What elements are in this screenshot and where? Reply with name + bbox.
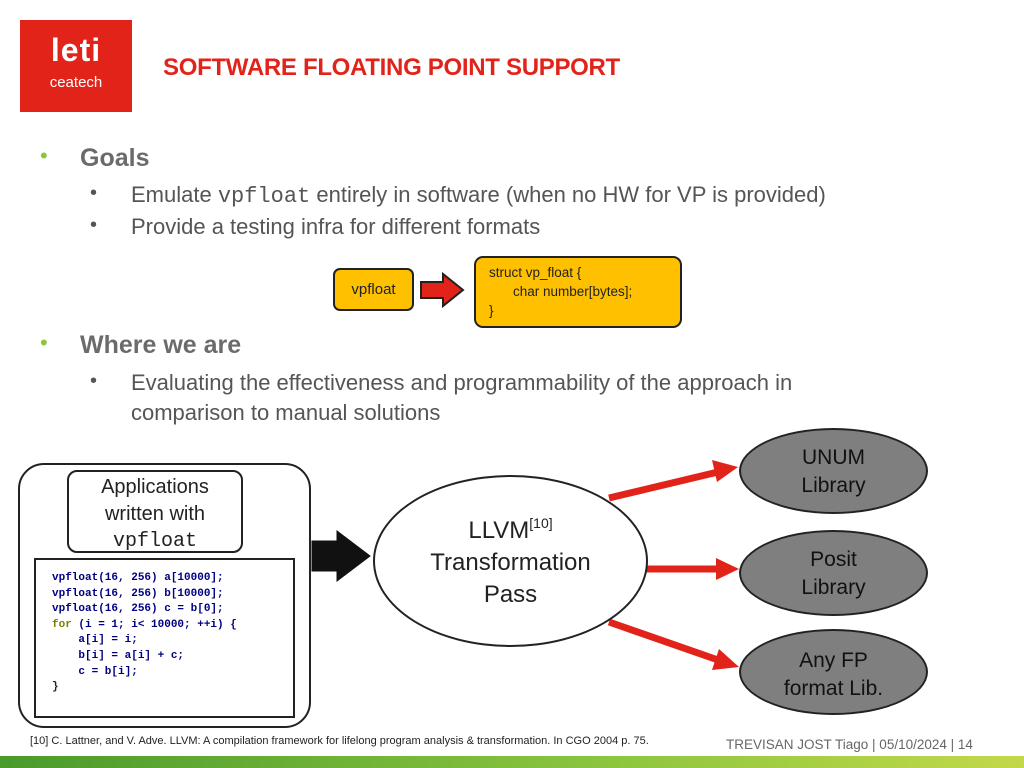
- struct-line-2: char number[bytes];: [513, 284, 633, 299]
- bullet-goals: •: [40, 143, 48, 168]
- llvm-line-2: Transformation: [430, 549, 591, 576]
- goals-item1-text-pre: Emulate: [131, 182, 218, 207]
- anyfp-line-1: Any FP: [799, 649, 868, 672]
- struct-line-1: struct vp_float {: [489, 265, 582, 280]
- logo-text-top: leti: [50, 32, 102, 68]
- code-line-8: }: [52, 681, 59, 694]
- apps-line-2: written with: [104, 503, 206, 525]
- posit-line-2: Library: [801, 576, 866, 599]
- code-keyword-for: for: [52, 618, 72, 631]
- unum-line-2: Library: [801, 474, 866, 497]
- code-line-3: vpfloat(16, 256) c = b[0];: [52, 603, 224, 616]
- black-arrow-llvm: [311, 529, 371, 583]
- footer-green-strip: [0, 756, 1024, 768]
- code-line-6: b[i] = a[i] + c;: [52, 649, 185, 662]
- apps-line-3: vpfloat: [112, 530, 197, 553]
- bullet-goals-item2: •: [90, 214, 98, 236]
- vpfloat-box: vpfloat: [333, 268, 414, 311]
- goals-item-emulate: Emulate vpfloat entirely in software (wh…: [131, 180, 826, 212]
- goals-item1-text-post: entirely in software (when no HW for VP …: [310, 182, 826, 207]
- code-snippet: vpfloat(16, 256) a[10000]; vpfloat(16, 25…: [34, 558, 295, 718]
- goals-item1-code: vpfloat: [217, 184, 311, 209]
- unum-library-node: UNUM Library: [739, 428, 928, 514]
- anyfp-line-2: format Lib.: [783, 677, 884, 700]
- llvm-name: LLVM: [468, 517, 530, 544]
- goals-item-testing: Provide a testing infra for different fo…: [131, 214, 541, 239]
- unum-line-1: UNUM: [802, 446, 865, 469]
- code-line-5: a[i] = i;: [52, 634, 138, 647]
- anyfp-library-node: Any FP format Lib.: [739, 629, 928, 715]
- struct-line-3: }: [489, 303, 494, 318]
- struct-box: struct vp_float { char number[bytes]; }: [474, 256, 682, 328]
- red-arrow-anyfp: [607, 618, 739, 670]
- leti-logo: leti ceatech: [20, 20, 132, 112]
- apps-line-1: Applications: [101, 476, 209, 498]
- slide-title: SOFTWARE FLOATING POINT SUPPORT: [163, 54, 620, 81]
- code-line-4-rest: (i = 1; i< 10000; ++i) {: [71, 618, 237, 631]
- posit-library-node: Posit Library: [739, 530, 928, 616]
- code-line-2: vpfloat(16, 256) b[10000];: [52, 587, 224, 600]
- red-arrow-unum: [608, 460, 738, 502]
- llvm-pass-node: LLVM[10] Transformation Pass: [373, 475, 648, 647]
- bullet-where-item1: •: [90, 370, 98, 392]
- where-heading: Where we are: [80, 331, 242, 359]
- where-item-line1: Evaluating the effectiveness and program…: [131, 370, 793, 395]
- llvm-line-3: Pass: [483, 581, 538, 608]
- red-arrow-struct: [420, 271, 465, 309]
- logo-text-bottom: ceatech: [49, 74, 103, 91]
- footnote-reference: [10] C. Lattner, and V. Adve. LLVM: A co…: [30, 735, 649, 747]
- code-line-1: vpfloat(16, 256) a[10000];: [52, 572, 224, 584]
- llvm-line-1: LLVM[10]: [375, 515, 646, 547]
- footer-author-date-page: TREVISAN JOST Tiago | 05/10/2024 | 14: [726, 737, 973, 752]
- applications-label-box: Applications written with vpfloat: [67, 470, 243, 553]
- bullet-goals-item1: •: [90, 182, 98, 204]
- posit-line-1: Posit: [810, 548, 857, 571]
- where-item-line2: comparison to manual solutions: [131, 400, 441, 425]
- goals-heading: Goals: [80, 144, 150, 172]
- bullet-where: •: [40, 330, 48, 355]
- code-line-7: c = b[i];: [52, 665, 138, 678]
- llvm-ref: [10]: [529, 515, 553, 531]
- code-line-4: for (i = 1; i< 10000; ++i) {: [52, 618, 293, 634]
